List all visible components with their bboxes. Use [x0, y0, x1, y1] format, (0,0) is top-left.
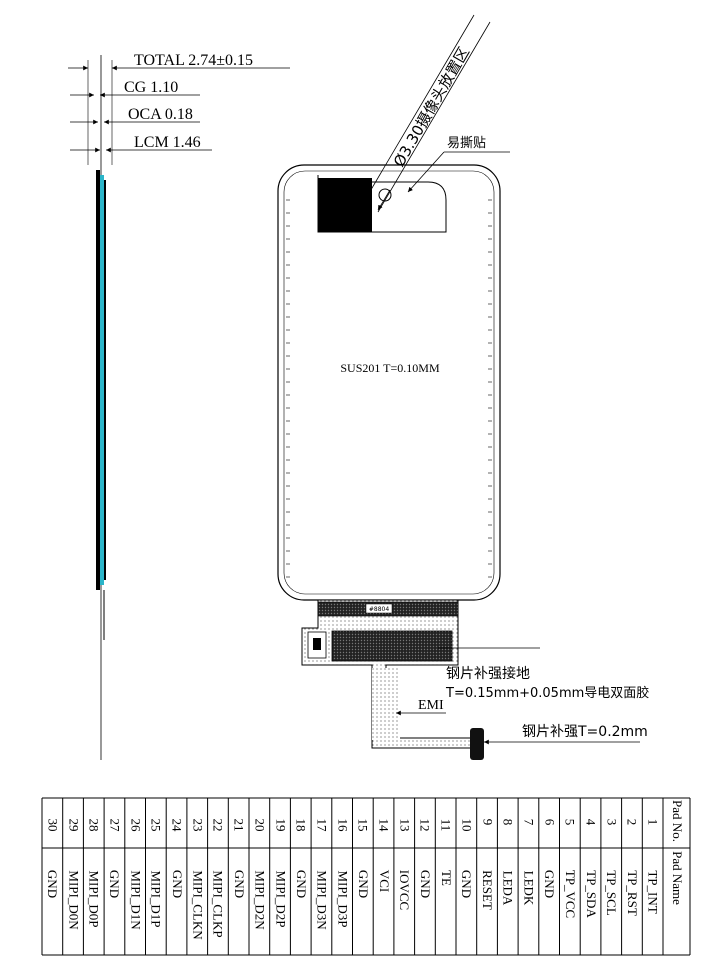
black-tape-block [318, 178, 372, 232]
cover-glass-edge [96, 170, 100, 590]
pad-no-cell: 30 [45, 818, 61, 831]
fpc-mark-label: #8804 [369, 606, 389, 613]
pad-no-cell: 28 [86, 818, 102, 831]
steel-stiffener-label: 钢片补强T=0.2mm [522, 724, 648, 740]
camera-leader-line [377, 21, 491, 213]
lcm-edge [104, 180, 106, 580]
pad-name-cell: MIPI_CLKP [211, 869, 227, 938]
pad-name-cell: GND [293, 869, 309, 899]
pad-no-cell: 19 [273, 818, 289, 831]
pad-name-cell: MIPI_D0P [86, 869, 102, 928]
fpc-connector-stiffener [470, 728, 484, 760]
pad-name-cell: GND [169, 869, 185, 899]
pad-no-cell: 9 [479, 818, 495, 825]
pad-no-header: Pad No. [669, 800, 685, 842]
pad-no-cell: 13 [397, 818, 413, 831]
dim-total-label: TOTAL 2.74±0.15 [134, 52, 253, 69]
pad-no-cell: 5 [562, 818, 578, 825]
material-label: SUS201 T=0.10MM [340, 361, 440, 375]
pad-name-cell: RESET [479, 870, 495, 910]
pad-name-cell: GND [418, 869, 434, 899]
pad-name-cell: MIPI_D0N [66, 869, 82, 930]
pad-no-cell: 20 [252, 818, 268, 831]
pad-name-cell: TP_VCC [563, 869, 579, 919]
pad-name-cell: MIPI_D2P [273, 869, 289, 928]
pad-name-cell: VCI [376, 869, 392, 893]
pad-no-cell: 4 [583, 818, 599, 825]
pad-table-grid [41, 797, 691, 956]
pad-name-cell: GND [542, 869, 558, 899]
pad-no-cell: 12 [417, 818, 433, 831]
side-view: TOTAL 2.74±0.15 CG 1.10 OCA 0.18 LCM 1.4… [68, 52, 290, 760]
pad-no-cell: 21 [231, 818, 247, 831]
pad-no-cell: 1 [645, 818, 661, 825]
pad-no-cell: 17 [314, 818, 330, 831]
pad-no-cell: 16 [335, 818, 351, 831]
pad-no-cell: 29 [66, 818, 82, 831]
edge-tick-marks [286, 199, 492, 578]
pad-name-cell: GND [107, 869, 123, 899]
pad-name-header: Pad Name [669, 851, 685, 905]
pad-no-cell: 18 [293, 818, 309, 831]
pad-name-cell: MIPI_D3P [335, 869, 351, 928]
pad-no-cell: 15 [355, 818, 371, 831]
pad-no-cell: 22 [210, 818, 226, 831]
pad-no-cell: 25 [148, 818, 164, 831]
pad-no-cell: 23 [190, 818, 206, 831]
pad-name-cell: GND [45, 869, 61, 899]
steel-ground-label: 钢片补强接地 [446, 665, 530, 682]
dim-oca-label: OCA 0.18 [128, 106, 193, 123]
pad-name-cell: TE [438, 870, 454, 886]
pad-name-cell: GND [355, 869, 371, 899]
pad-no-cell: 24 [169, 818, 185, 831]
pad-no-cell: 14 [376, 818, 392, 831]
pad-name-cell: TP_RST [624, 870, 640, 916]
pad-no-cell: 2 [624, 818, 640, 825]
easy-tear-arrow [407, 151, 445, 193]
pad-no-cell: 6 [541, 818, 557, 825]
oca-layer [100, 175, 104, 585]
pad-name-cell: MIPI_CLKN [190, 869, 206, 940]
panel-inner-outline [283, 170, 495, 595]
fpc-component-inner [313, 638, 321, 650]
pad-no-cell: 8 [500, 818, 516, 825]
pad-name-cell: GND [459, 869, 475, 899]
pad-name-cell: MIPI_D1N [128, 869, 144, 930]
emi-label: EMI [418, 698, 444, 713]
pad-name-cell: TP_INT [645, 869, 661, 914]
camera-zone-label: Ø3.30摄像头放置区 [390, 44, 473, 170]
pad-name-cell: TP_SCL [604, 870, 620, 916]
pad-no-cell: 10 [459, 818, 475, 831]
front-view: Ø3.30摄像头放置区 易撕贴 SUS201 T=0.10MM #8804 钢片… [277, 14, 649, 760]
fpc-tail [372, 668, 400, 740]
camera-hole-icon [378, 188, 392, 202]
pad-name-cell: MIPI_D1P [148, 869, 164, 928]
pad-name-cell: MIPI_D3N [314, 869, 330, 930]
pad-name-cell: TP_SDA [583, 870, 599, 918]
steel-ground-area [331, 630, 453, 662]
pad-no-cell: 26 [128, 818, 144, 831]
camera-leader-line-2 [361, 14, 475, 206]
pad-name-cell: IOVCC [397, 869, 413, 911]
camera-arrow [377, 189, 391, 211]
pad-no-cell: 7 [521, 818, 537, 825]
fpc-mark-box [365, 603, 393, 614]
pad-name-cell: MIPI_D2N [252, 869, 268, 930]
steel-ground-spec-label: T=0.15mm+0.05mm导电双面胶 [445, 685, 649, 701]
pad-name-cell: GND [231, 869, 247, 899]
easy-tear-label: 易撕贴 [447, 136, 486, 151]
pad-no-cell: 27 [107, 818, 123, 831]
pad-no-cell: 3 [604, 818, 619, 825]
dim-lcm-label: LCM 1.46 [134, 134, 201, 151]
pad-name-cell: LEDA [500, 870, 516, 905]
dim-cg-label: CG 1.10 [124, 79, 178, 96]
pad-no-cell: 11 [438, 818, 454, 831]
pad-name-cell: LEDK [521, 870, 537, 905]
